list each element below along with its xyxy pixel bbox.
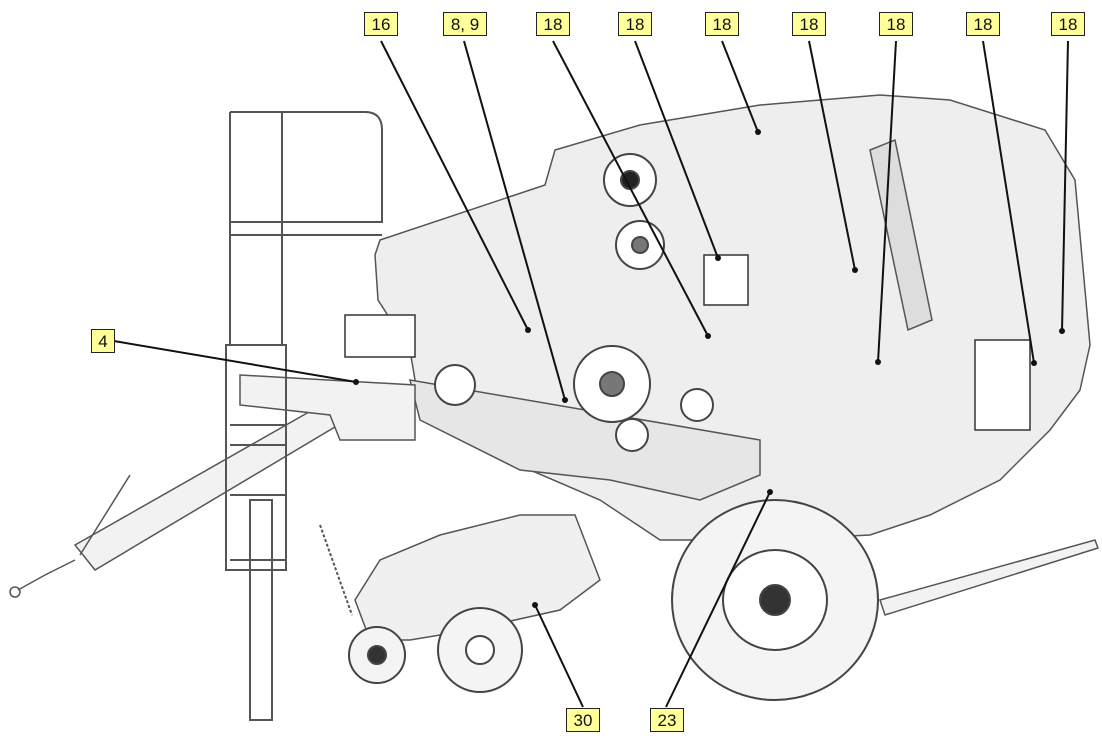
ladder-rail <box>229 111 383 345</box>
leader-23 <box>665 491 771 708</box>
leader-18a <box>552 40 709 337</box>
wheel-hub <box>759 584 791 616</box>
leader-18d <box>808 40 856 271</box>
leader-4 <box>113 340 357 383</box>
tension-spring <box>869 138 933 332</box>
callout-18: 18 <box>705 12 739 36</box>
callout-18: 18 <box>1051 12 1085 36</box>
leader-18g <box>1061 40 1069 332</box>
idler-roller <box>434 364 476 406</box>
rear-panel <box>974 339 1031 431</box>
hitch-ring <box>9 586 21 598</box>
sprocket-low <box>615 418 649 452</box>
drawbar-front <box>239 374 416 441</box>
callout-30: 30 <box>566 708 600 732</box>
leader-16 <box>380 40 529 331</box>
belt-roller <box>680 388 714 422</box>
drawbar <box>73 399 352 571</box>
towing-chain <box>17 559 76 591</box>
callout-4: 4 <box>91 329 115 353</box>
ladder-post <box>225 344 287 571</box>
leader-8-9 <box>463 40 566 401</box>
pickup-chain <box>319 524 353 616</box>
callout-18: 18 <box>536 12 570 36</box>
leader-18b <box>634 40 719 259</box>
leader-lines <box>113 40 1069 708</box>
hood <box>344 314 416 358</box>
callout-18: 18 <box>966 12 1000 36</box>
callout-18: 18 <box>879 12 913 36</box>
callout-18: 18 <box>618 12 652 36</box>
callout-16: 16 <box>364 12 398 36</box>
control-box <box>703 254 749 306</box>
callout-18: 18 <box>792 12 826 36</box>
support-leg <box>249 499 273 721</box>
callout-23: 23 <box>650 708 684 732</box>
frame <box>408 379 761 501</box>
leader-18c <box>721 40 759 133</box>
callout-8-9: 8, 9 <box>443 12 487 36</box>
leader-30 <box>534 604 584 708</box>
leader-18f <box>982 40 1035 364</box>
jack-handle <box>79 474 131 556</box>
leader-18e <box>877 40 897 363</box>
tailgate-ramp <box>879 539 1099 616</box>
